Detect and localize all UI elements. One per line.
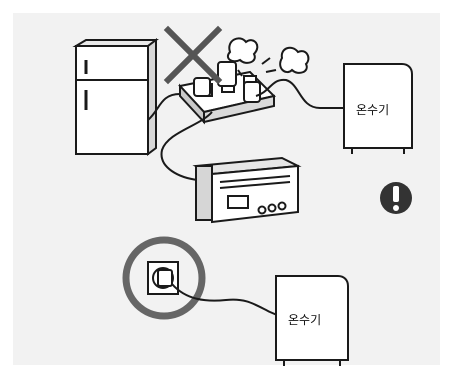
plug-3 [244,82,260,102]
heater-cord-bottom [172,284,284,318]
refrigerator [76,40,156,154]
plug-1 [194,78,210,96]
plug-2 [218,62,236,86]
heater-label-top: 온수기 [356,103,389,117]
wall-outlet [148,262,178,294]
smoke-puff-2 [280,48,308,73]
electric-oven [196,158,298,222]
exclamation-icon [380,182,412,214]
x-mark-icon [168,30,218,80]
smoke-puff-1 [228,38,257,63]
heater-label-bottom: 온수기 [288,313,321,327]
